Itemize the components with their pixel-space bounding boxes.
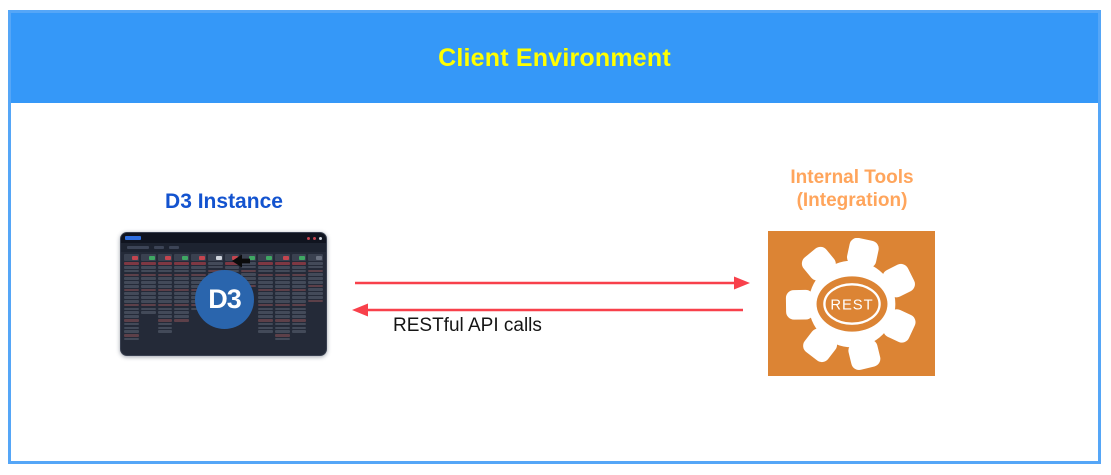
dashboard-topbar <box>121 233 326 243</box>
status-badge <box>165 255 172 260</box>
status-badge <box>316 255 322 260</box>
response-arrow-head <box>352 303 368 317</box>
dashboard-column <box>174 254 189 323</box>
status-badge <box>299 255 306 260</box>
internal-tools-box: REST <box>768 231 935 376</box>
dashboard-logo-chip <box>125 236 141 240</box>
status-badge <box>131 255 138 260</box>
filter-chip <box>169 246 179 249</box>
internal-tools-label: Internal Tools (Integration) <box>740 166 964 212</box>
api-arrows <box>352 276 750 317</box>
status-badge <box>265 255 272 260</box>
status-badge <box>182 255 188 260</box>
status-badge <box>198 255 205 260</box>
filter-chip <box>154 246 164 249</box>
status-badge <box>249 255 255 260</box>
request-arrow-head <box>734 276 750 290</box>
status-badge <box>148 255 155 260</box>
d3-logo: D3 <box>195 270 254 329</box>
client-environment-header: Client Environment <box>11 13 1098 103</box>
dashboard-filterbar <box>121 243 326 252</box>
internal-tools-label-line2: (Integration) <box>796 190 908 212</box>
dashboard-column <box>274 254 290 342</box>
rest-gear-label: REST <box>830 297 873 313</box>
client-environment-frame: Client Environment D3 Instance D3 <box>8 10 1101 464</box>
cursor-icon <box>232 254 250 268</box>
window-dot-icon <box>307 236 310 240</box>
api-calls-label: RESTful API calls <box>393 315 542 336</box>
status-badge <box>215 255 222 260</box>
window-dot-icon <box>313 236 316 240</box>
dashboard-column <box>124 254 139 342</box>
rest-gear-icon: REST <box>785 237 916 370</box>
dashboard-column <box>258 254 273 334</box>
filter-chip <box>127 246 149 249</box>
dashboard-column <box>308 254 323 304</box>
client-environment-title: Client Environment <box>438 43 671 72</box>
dashboard-column <box>140 254 156 315</box>
d3-instance-label: D3 Instance <box>165 190 283 213</box>
status-badge <box>232 255 239 260</box>
status-badge <box>282 255 289 260</box>
internal-tools-label-line1: Internal Tools <box>790 167 914 188</box>
d3-logo-text: D3 <box>208 284 242 314</box>
window-dot-icon <box>319 236 322 240</box>
dashboard-column <box>291 254 307 334</box>
dashboard-column <box>157 254 173 334</box>
d3-dashboard-screenshot: D3 <box>120 232 327 356</box>
